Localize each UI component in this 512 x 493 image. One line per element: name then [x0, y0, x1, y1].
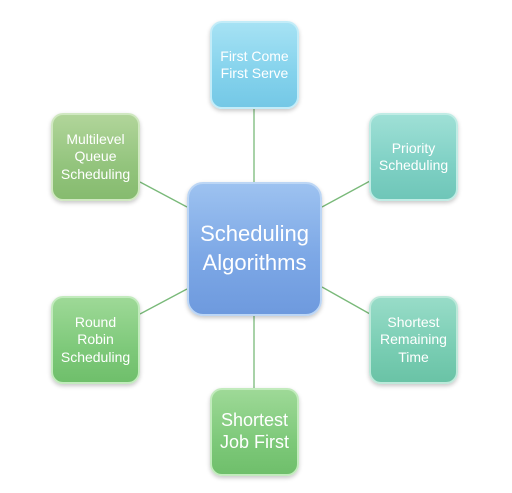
node-round-robin-scheduling: Round Robin Scheduling	[51, 296, 140, 384]
connector-srt	[321, 286, 371, 315]
connector-multilevel	[139, 181, 188, 208]
node-first-come-first-serve: First Come First Serve	[210, 21, 299, 109]
node-scheduling-algorithms: Scheduling Algorithms	[187, 182, 322, 316]
node-shortest-remaining-time: Shortest Remaining Time	[369, 296, 458, 384]
node-multilevel-queue-scheduling: Multilevel Queue Scheduling	[51, 113, 140, 201]
node-shortest-job-first: Shortest Job First	[210, 388, 299, 476]
connector-priority	[321, 180, 371, 208]
node-priority-scheduling: Priority Scheduling	[369, 113, 458, 201]
connector-round-robin	[139, 288, 188, 315]
